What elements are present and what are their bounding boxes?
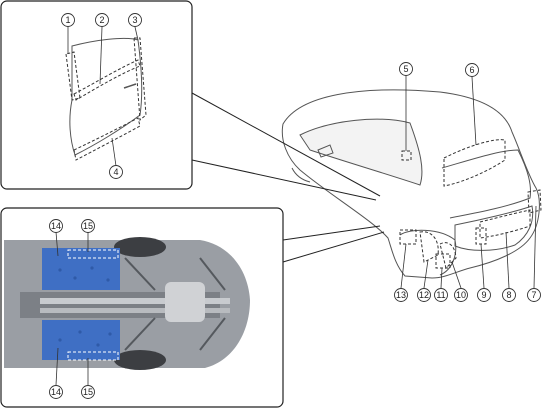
callout-number: 7 [531,290,536,300]
exhaust-pipe [40,298,230,304]
exhaust-pipe-2 [40,308,230,313]
door-detail-inset [0,0,193,190]
sealer-area-bottom [42,320,120,360]
callout-number: 11 [436,290,445,300]
region-10 [439,242,457,269]
callout-number: 2 [99,15,104,25]
callout-c7: 7 [527,288,541,302]
callout-c14b: 14 [49,385,63,399]
region-9 [475,227,487,245]
car-trunk-line [441,149,531,219]
callout-c9: 9 [477,288,491,302]
sealer-area-top [42,248,120,290]
callout-circle [417,288,431,302]
callout-number: 13 [396,290,406,300]
car-wheel-arch [399,229,457,276]
callout-number: 15 [83,221,93,231]
region-15-bottom [67,351,119,361]
region-15-top [67,249,119,259]
car-body-outline [281,89,540,279]
callout-number: 8 [506,290,511,300]
callout-circle [81,219,95,233]
car-fin [317,144,334,158]
callout-number: 9 [481,290,486,300]
callout-circle [61,13,75,27]
callout-number: 4 [113,167,118,177]
region-8 [479,209,531,239]
callout-number: 12 [419,290,429,300]
callout-circle [109,165,123,179]
callout-circle [394,288,408,302]
callout-circle [454,288,468,302]
region-7 [527,189,542,214]
callout-circle [95,13,109,27]
callout-circle [527,288,541,302]
callout-c8: 8 [502,288,516,302]
car-leader-lines [400,76,537,289]
region-11 [435,253,451,269]
car-bumper [454,205,534,251]
car-rear-view [281,89,540,279]
door-seal-1 [65,51,81,101]
callout-circle [434,288,448,302]
region-5 [401,150,412,161]
callout-c6: 6 [465,63,479,77]
callout-c5: 5 [399,62,413,76]
callout-number: 10 [456,290,466,300]
underbody-inset-connectors [282,225,385,263]
callout-number: 14 [51,387,61,397]
callout-number: 14 [51,221,61,231]
callout-circle [465,63,479,77]
callout-number: 5 [403,64,408,74]
callout-circle [49,385,63,399]
door-seal-4 [73,117,141,161]
door-inset-connectors [191,92,381,201]
callout-circle [49,219,63,233]
callout-circle [399,62,413,76]
callout-c3: 3 [128,13,142,27]
car-rear-glass [299,118,423,186]
callout-circle [477,288,491,302]
callout-c12: 12 [417,288,431,302]
muffler [165,282,205,322]
region-6 [443,139,506,187]
callout-c4: 4 [109,165,123,179]
callout-c11: 11 [434,288,448,302]
callout-c13: 13 [394,288,408,302]
callout-circle [502,288,516,302]
car-mirror [291,167,311,183]
callout-c1: 1 [61,13,75,27]
callout-c10: 10 [454,288,468,302]
wheel-rear-left [114,350,166,370]
callout-c15a: 15 [81,219,95,233]
callout-number: 6 [469,65,474,75]
callout-number: 15 [83,387,93,397]
region-13 [399,229,417,245]
door-inset-frame [0,0,193,190]
underbody-inset [0,207,284,408]
wheel-front-left [114,237,166,257]
callout-circle [128,13,142,27]
door-handle [123,83,137,89]
callout-c2: 2 [95,13,109,27]
callout-circle [81,385,95,399]
callout-number: 3 [132,15,137,25]
door-seal-2 [73,59,141,101]
callout-number: 1 [65,15,70,25]
callout-c14a: 14 [49,219,63,233]
callout-c15b: 15 [81,385,95,399]
